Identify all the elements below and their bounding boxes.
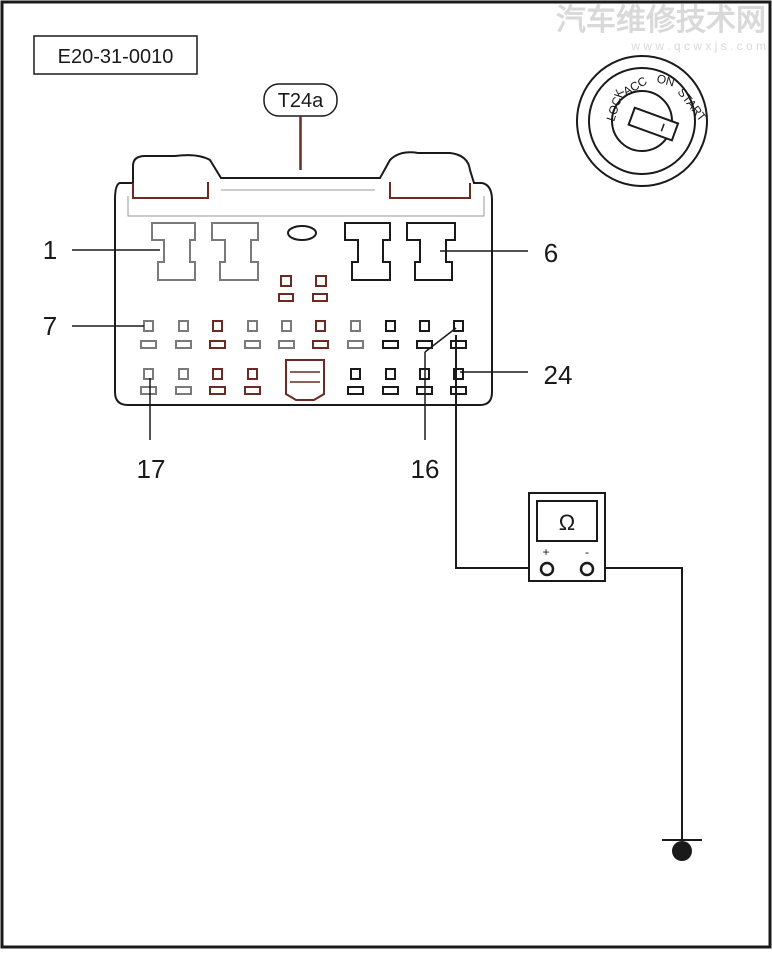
- meter-minus-label: -: [585, 545, 589, 559]
- connector-label-text: T24a: [278, 90, 324, 112]
- pin-19-latch: [209, 386, 226, 395]
- pin-21: [350, 368, 361, 380]
- pin-14: [385, 320, 396, 332]
- watermark-url: w w w . q c w x j s . c o m: [630, 39, 766, 53]
- pin-11-latch: [278, 340, 295, 349]
- pin-12-latch: [312, 340, 329, 349]
- pin-22-latch: [382, 386, 399, 395]
- pin-label-6: 6: [544, 238, 558, 268]
- meter-plus-label: +: [542, 545, 549, 559]
- pin-10-latch: [244, 340, 261, 349]
- pin-9: [212, 320, 223, 332]
- pin-20-latch: [244, 386, 261, 395]
- large-terminals: [151, 222, 456, 302]
- pin-13: [350, 320, 361, 332]
- pin-12: [315, 320, 326, 332]
- figure-id: E20-31-0010: [58, 46, 174, 68]
- pin-7-latch: [140, 340, 157, 349]
- ohm-symbol: Ω: [559, 510, 575, 535]
- pin-22: [385, 368, 396, 380]
- pin-callouts: 1 6 7 24 17 16: [43, 235, 573, 484]
- figure-id-box: E20-31-0010: [33, 35, 198, 75]
- pin-11: [281, 320, 292, 332]
- pin-8-latch: [175, 340, 192, 349]
- pin-8: [178, 320, 189, 332]
- pin-21-latch: [347, 386, 364, 395]
- terminal-5: [344, 222, 391, 281]
- pin-24: [453, 368, 464, 380]
- pin-24-latch: [450, 386, 467, 395]
- pin-17-latch: [140, 386, 157, 395]
- test-wiring: [455, 335, 683, 840]
- pin-20: [247, 368, 258, 380]
- watermark-title: 汽车维修技术网: [556, 3, 766, 37]
- pin-label-24: 24: [544, 360, 573, 390]
- pin-14-latch: [382, 340, 399, 349]
- terminal-6: [406, 222, 456, 281]
- pin-label-17: 17: [137, 454, 166, 484]
- pin-16: [453, 320, 464, 332]
- pin-18: [178, 368, 189, 380]
- pin-19: [212, 368, 223, 380]
- meter-minus-terminal: [579, 561, 595, 577]
- pin-label-1: 1: [43, 235, 57, 265]
- pin-9-latch: [209, 340, 226, 349]
- pin-15-latch: [416, 340, 433, 349]
- pin-18-latch: [175, 386, 192, 395]
- pin-7: [143, 320, 154, 332]
- pin-13-latch: [347, 340, 364, 349]
- pin-15: [419, 320, 430, 332]
- ohmmeter: Ω + -: [528, 492, 606, 582]
- pin-10: [247, 320, 258, 332]
- pin-16-latch: [450, 340, 467, 349]
- ground-icon: [662, 839, 702, 861]
- switch-pos-on: ON: [655, 71, 676, 89]
- meter-plus-terminal: [539, 561, 555, 577]
- pin-17: [143, 368, 154, 380]
- connector-label: T24a: [263, 83, 338, 170]
- ignition-switch-icon: LOCK ACC ON START: [576, 55, 710, 187]
- terminal-2: [211, 222, 259, 281]
- pin-label-16: 16: [411, 454, 440, 484]
- terminal-1: [151, 222, 196, 281]
- pin-label-7: 7: [43, 311, 57, 341]
